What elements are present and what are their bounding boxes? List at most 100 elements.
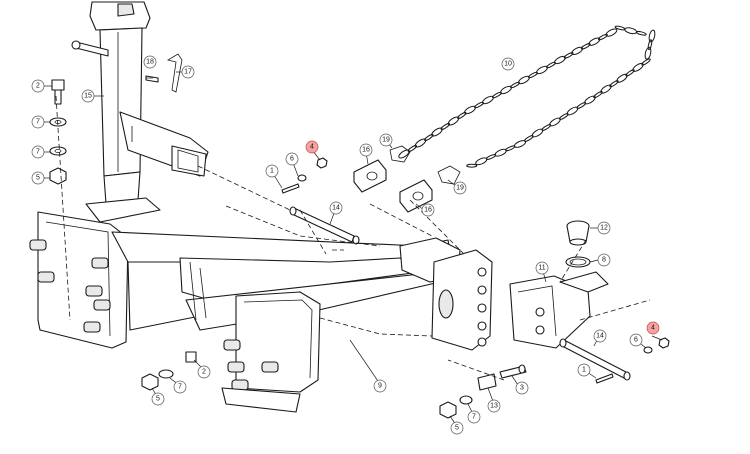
chain-link [494, 148, 507, 157]
svg-text:13: 13 [490, 403, 498, 410]
callout-6: 6 [629, 333, 643, 347]
callout-7: 7 [173, 380, 187, 394]
svg-text:6: 6 [290, 156, 294, 163]
chain-plate-upper [353, 159, 387, 193]
chain-link [492, 91, 502, 99]
chain-link [447, 116, 460, 126]
callout-3: 3 [515, 381, 529, 395]
chain-link [580, 43, 591, 50]
callout-14: 14 [593, 329, 607, 343]
chain-link [531, 128, 544, 138]
pin-upper [289, 206, 360, 245]
svg-text:18: 18 [146, 59, 154, 66]
callout-4: 4 [305, 140, 319, 154]
callout-2: 2 [197, 365, 211, 379]
svg-text:14: 14 [596, 333, 604, 340]
front-right-hardware [439, 364, 527, 419]
coupler-bracket [509, 271, 609, 349]
svg-text:7: 7 [36, 149, 40, 156]
svg-text:14: 14 [332, 205, 340, 212]
chain-link [571, 46, 584, 56]
chain-link [398, 149, 410, 159]
callout-2: 2 [31, 79, 45, 93]
svg-text:15: 15 [84, 93, 92, 100]
chain-link [600, 84, 612, 94]
callout-7: 7 [31, 145, 45, 159]
rear-plate-studs [29, 239, 111, 333]
chain-link [475, 157, 488, 166]
svg-text:5: 5 [455, 425, 459, 432]
callout-5: 5 [31, 171, 45, 185]
chain-link [624, 27, 638, 35]
callout-13: 13 [487, 399, 501, 413]
svg-text:19: 19 [382, 137, 390, 144]
callout-14: 14 [329, 201, 343, 215]
svg-text:19: 19 [456, 185, 464, 192]
callout-7: 7 [467, 410, 481, 424]
chain-link [641, 58, 651, 66]
chain-link [440, 122, 451, 131]
chain-link [647, 39, 653, 51]
frame-rear-plate [37, 211, 129, 349]
svg-text:7: 7 [472, 414, 476, 421]
callout-15: 15 [81, 89, 95, 103]
chain-link [457, 111, 467, 120]
svg-text:7: 7 [178, 384, 182, 391]
callout-18: 18 [143, 55, 157, 69]
chain-link [528, 71, 538, 79]
chain-link [635, 30, 647, 36]
svg-text:4: 4 [651, 325, 655, 332]
jack-pin [71, 40, 159, 83]
callout-19: 19 [453, 181, 467, 195]
shackle-upper [389, 145, 411, 163]
svg-text:11: 11 [538, 265, 545, 272]
chain-link [559, 113, 569, 120]
chain-link [554, 55, 566, 65]
callout-1: 1 [265, 164, 279, 178]
chain-link [464, 105, 476, 115]
front-left-hardware [141, 351, 197, 391]
chain-link [605, 28, 618, 37]
svg-text:5: 5 [36, 175, 40, 182]
chain-link [466, 163, 478, 168]
upper-bolt-set [281, 157, 328, 194]
chain-link [609, 80, 619, 88]
svg-text:6: 6 [634, 337, 638, 344]
chain-link [632, 62, 644, 72]
chain-link [644, 46, 652, 60]
jack-stand [85, 1, 209, 223]
chain-link [593, 91, 603, 99]
callout-5: 5 [450, 421, 464, 435]
callout-11: 11 [535, 261, 549, 275]
callout-17: 17 [181, 65, 195, 79]
chain-link [616, 73, 628, 83]
bushing [566, 220, 590, 246]
callout-4: 4 [646, 321, 660, 335]
callout-16: 16 [421, 203, 435, 217]
chain-link [546, 61, 556, 69]
chain-link [474, 101, 484, 109]
svg-text:1: 1 [582, 367, 586, 374]
callout-7: 7 [31, 115, 45, 129]
callout-5: 5 [151, 392, 165, 406]
chain-link [576, 102, 587, 109]
svg-text:2: 2 [202, 369, 206, 376]
chain-link [536, 65, 548, 75]
callout-1: 1 [577, 363, 591, 377]
pin-lower [559, 338, 631, 381]
chain-link [588, 37, 601, 46]
chain-link [518, 75, 530, 85]
chain-link [407, 144, 418, 153]
safety-chain [398, 25, 656, 168]
svg-text:16: 16 [424, 207, 432, 214]
chain-link [424, 133, 434, 142]
chain-link [541, 124, 552, 131]
chain-link [648, 29, 656, 43]
svg-text:3: 3 [520, 385, 524, 392]
shackle-lower [437, 165, 461, 185]
chain-link [584, 95, 596, 105]
svg-text:9: 9 [378, 383, 382, 390]
chain-link [625, 69, 635, 77]
